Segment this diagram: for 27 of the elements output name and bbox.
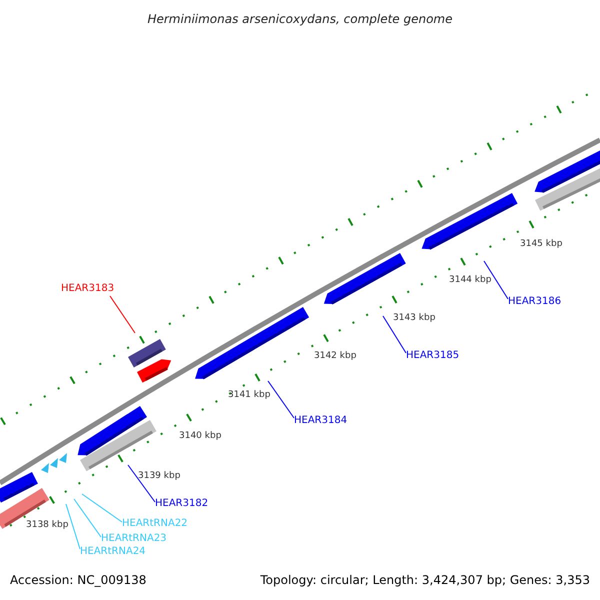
scale-label: 3141 kbp	[228, 389, 270, 401]
title: Herminiimonas arsenicoxydans, complete genome	[146, 11, 454, 28]
gene-label: HEARtRNA24	[80, 546, 146, 558]
scale-label: 3139 kbp	[138, 470, 180, 482]
leader-line	[382, 316, 406, 354]
gene-label: HEAR3184	[294, 415, 348, 427]
leader-line	[66, 504, 80, 550]
scale-label: 3144 kbp	[449, 274, 492, 286]
gene-label: HEARtRNA22	[122, 518, 188, 530]
leader-line	[74, 498, 102, 538]
leader-line	[110, 296, 136, 334]
leader-line	[268, 380, 294, 418]
leader-line	[484, 260, 508, 300]
scale-label: 3143 kbp	[393, 312, 436, 324]
footer-text: Topology: circular; Length: 3,424,307 bp; Genes: 3,353	[260, 574, 590, 586]
gene-label: HEAR3185	[406, 350, 460, 362]
scale-label: 3145 kbp	[520, 238, 562, 250]
scale-label: 3138 kbp	[26, 519, 68, 531]
gene-label: HEAR3182	[155, 498, 208, 510]
scale-label: 3142 kbp	[314, 350, 356, 362]
gene-label: HEARtRNA23	[101, 533, 167, 545]
leader-line	[128, 464, 156, 502]
gene-label: HEAR3186	[508, 296, 562, 308]
scale-label: 3140 kbp	[179, 430, 222, 442]
gene-label: HEAR3183	[61, 283, 114, 295]
leader-line	[82, 494, 122, 522]
footer-text: Accession: NC_009138	[10, 574, 146, 586]
